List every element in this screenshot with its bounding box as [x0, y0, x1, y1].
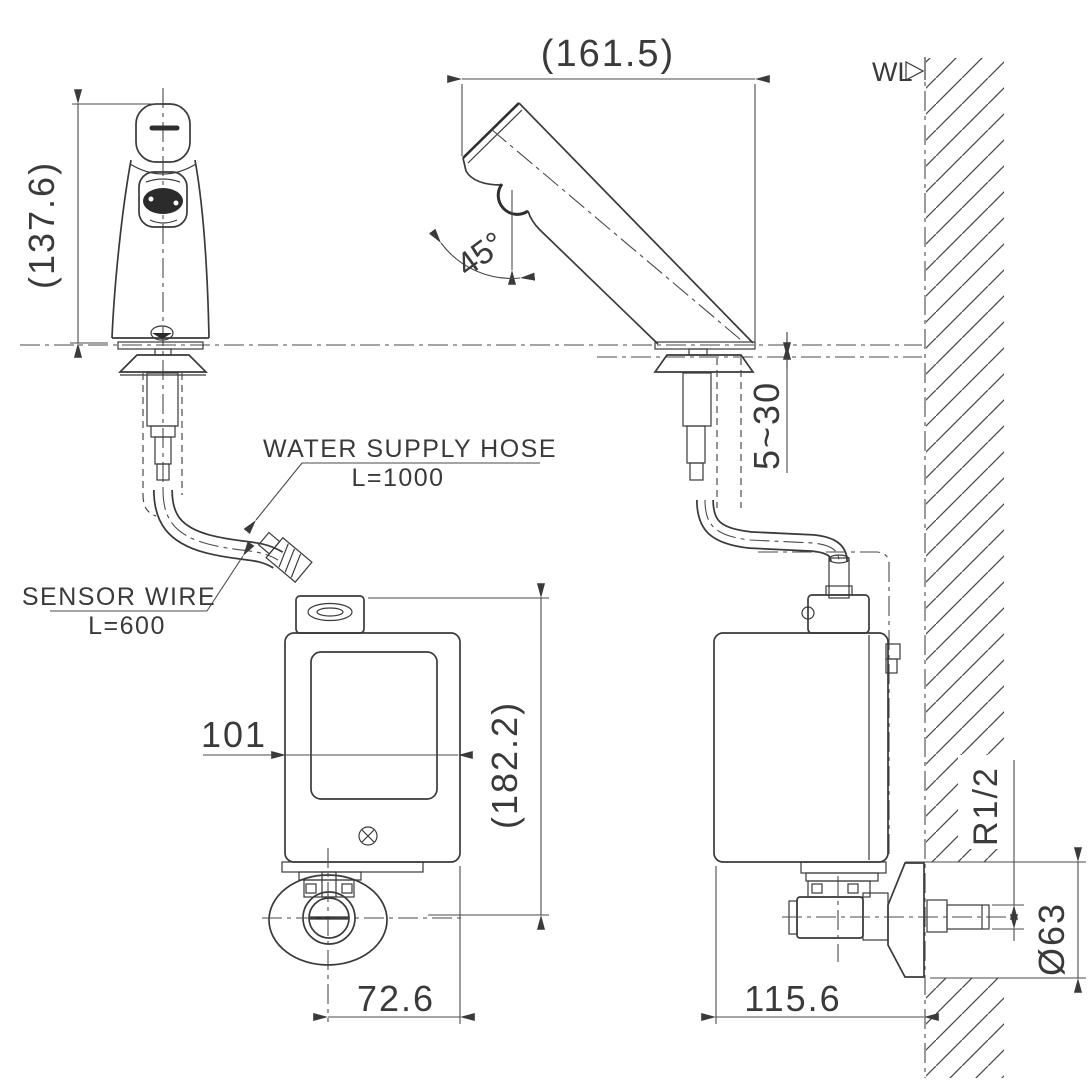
- cap-slot-outer: [307, 602, 353, 622]
- thread-label-bg: [958, 755, 1004, 849]
- door-screw-icon: [358, 826, 378, 846]
- hose-right-centerline: [704, 499, 840, 563]
- sensor-wire-callout: SENSOR WIRE L=600: [22, 541, 255, 640]
- dimension-box-depth: 115.6: [701, 866, 939, 1024]
- spout-bottom-edge: [527, 210, 659, 345]
- side-threaded-shank: [682, 372, 712, 427]
- dimension-deck-thickness: 5~30: [746, 332, 792, 473]
- outlet-mark: [150, 325, 174, 341]
- wall-line-label: WL: [872, 57, 913, 87]
- spout-end-face-inner: [467, 109, 523, 164]
- wire-clip-lower: [885, 658, 898, 674]
- faucet-head-rim-arc: [129, 163, 197, 175]
- side-base-collar: [688, 348, 708, 356]
- water-supply-hose-length: L=1000: [351, 464, 444, 492]
- faucet-head: [135, 103, 191, 163]
- wall-escutcheon-cone: [887, 862, 925, 978]
- dimension-escutcheon-diameter: Ø63: [905, 847, 1086, 993]
- spout-centerline: [490, 128, 742, 341]
- valve-mount-body: [303, 879, 355, 898]
- water-supply-hose-label: WATER SUPPLY HOSE: [263, 435, 557, 463]
- escutcheon-label-bg: [1026, 872, 1072, 970]
- valve-stem-front: [321, 871, 337, 898]
- side-view-faucet: [462, 102, 756, 508]
- sensor-window-bottom-arc: [149, 219, 178, 224]
- wall-hatch-upper: [926, 58, 1004, 862]
- faucet-body-left-edge: [111, 159, 132, 339]
- box-depth-value: 115.6: [744, 978, 841, 1019]
- cap-notch: [801, 606, 815, 620]
- pipe-collar: [926, 899, 948, 933]
- hidden-curve: [142, 494, 157, 517]
- hose-left-fill: [154, 489, 283, 568]
- faucet-body-right-edge: [194, 159, 210, 339]
- valve-offset-value: 72.6: [357, 978, 435, 1019]
- front-view-faucet: [111, 88, 210, 517]
- dimension-valve-offset: 72.6: [313, 866, 475, 1024]
- hoses: [153, 489, 890, 858]
- side-valve-plate: [805, 872, 879, 882]
- hose-inlet-nut: [825, 585, 853, 596]
- wall-section: WL: [872, 57, 1004, 1078]
- sensor-dot-left: [148, 196, 154, 202]
- dimension-thread-size: R1/2: [958, 755, 1024, 941]
- valve-mount-lug-right: [341, 883, 353, 894]
- wall-level-triangle-icon: [905, 61, 925, 81]
- sensor-wire-connector: [257, 531, 313, 583]
- side-shank-stem: [686, 425, 706, 464]
- spout-face-corner: [462, 157, 467, 172]
- faucet-escutcheon: [117, 354, 209, 373]
- faucet-shank-tip: [156, 463, 170, 481]
- sensor-wire-label: SENSOR WIRE: [22, 583, 216, 611]
- controller-cap-side: [807, 594, 870, 634]
- hose-inlet-cylinder: [828, 557, 850, 599]
- spout-top-edge: [518, 102, 754, 344]
- side-shank-tip: [689, 462, 704, 481]
- dimension-front-height: (137.6): [21, 89, 162, 358]
- dimensions: (137.6) (161.5) 45° 5~30 101: [21, 33, 1086, 1024]
- dimension-spout-angle: 45°: [428, 190, 536, 285]
- counter-lines: [20, 344, 922, 358]
- bottom-bracket: [281, 861, 424, 873]
- cap-slot-inner: [316, 607, 344, 617]
- sensor-wire-length: L=600: [88, 612, 166, 640]
- box-height-value: (182.2): [484, 701, 525, 829]
- front-view-controller: [262, 595, 462, 1022]
- dimension-side-length: (161.5): [447, 33, 770, 342]
- spout-angle-value: 45°: [449, 224, 511, 283]
- valve-mount-lug-left: [305, 883, 317, 894]
- side-valve-lug-right: [847, 883, 859, 894]
- side-valve-lug-left: [811, 883, 823, 894]
- sensor-window: [138, 171, 188, 228]
- callouts: WATER SUPPLY HOSE L=1000 SENSOR WIRE L=6…: [22, 435, 557, 640]
- controller-door-front: [310, 651, 438, 800]
- aerator-arc: [496, 183, 529, 216]
- escutcheon-diameter-value: Ø63: [1031, 902, 1072, 976]
- hose-left-centerline: [162, 489, 279, 561]
- dimension-box-width: 101: [201, 714, 473, 760]
- side-escutcheon: [653, 354, 755, 373]
- sensor-wire-right: [758, 551, 890, 858]
- door-screw-slot-2: [361, 829, 375, 843]
- side-bracket: [800, 861, 887, 874]
- wall-hatch-lower: [926, 978, 1004, 1078]
- front-height-value: (137.6): [21, 161, 62, 289]
- hose-inlet-top: [828, 554, 850, 564]
- side-view-controller: [713, 554, 1010, 978]
- dimension-box-height: (182.2): [368, 583, 549, 930]
- thread-size-value: R1/2: [967, 766, 1005, 846]
- side-length-value: (161.5): [541, 33, 675, 75]
- sensor-dot-right: [173, 200, 179, 206]
- box-width-value: 101: [201, 714, 267, 755]
- deck-thickness-value: 5~30: [746, 381, 787, 470]
- outlet-mark-wedge: [152, 333, 172, 339]
- spout-end-face: [462, 102, 520, 159]
- sensor-eye-icon: [143, 188, 183, 214]
- controller-cap-front: [295, 595, 365, 634]
- spout-chin-arc: [465, 170, 503, 186]
- controller-box-side: [713, 632, 889, 863]
- sensor-window-top-arc: [145, 178, 181, 183]
- water-supply-hose-callout: WATER SUPPLY HOSE L=1000: [243, 435, 557, 535]
